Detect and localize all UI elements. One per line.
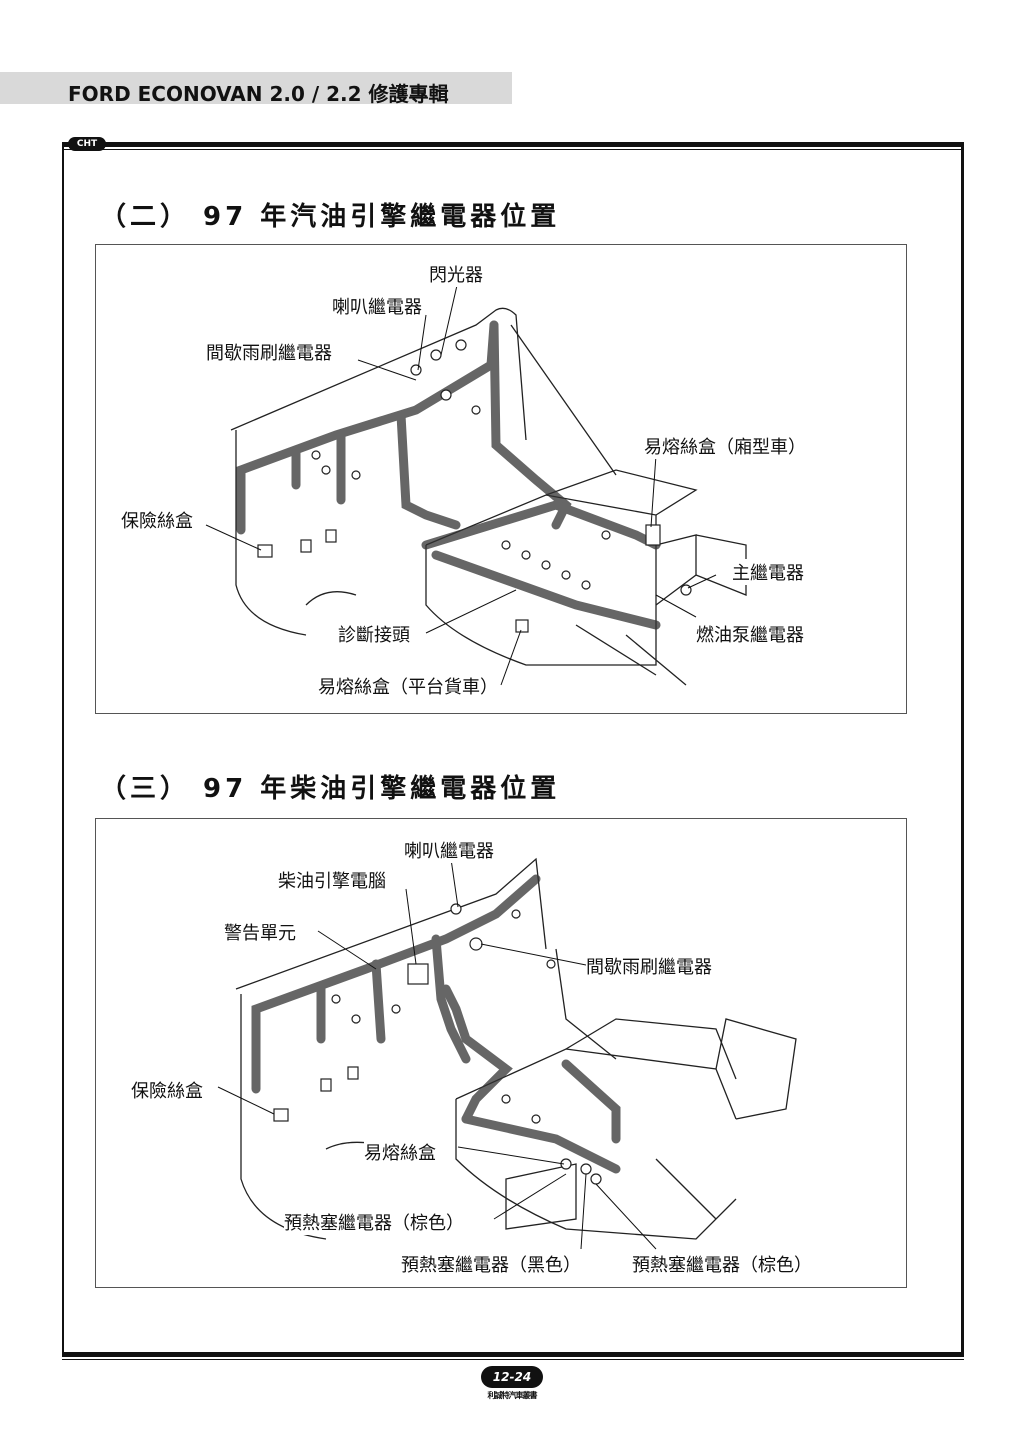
label-fusible-link-van: 易熔絲盒（廂型車） <box>644 433 806 459</box>
gasoline-wiring-illustration <box>205 280 747 686</box>
label-fusible-link-diesel: 易熔絲盒 <box>364 1139 436 1165</box>
label-fuse-box-diesel: 保險絲盒 <box>131 1077 203 1103</box>
label-fusible-link-truck: 易熔絲盒（平台貨車） <box>318 673 498 699</box>
frame-bottom-rule-thin <box>62 1359 964 1360</box>
label-warning-unit: 警告單元 <box>224 919 296 945</box>
label-wiper-relay: 間歇雨刷繼電器 <box>206 339 332 365</box>
label-wiper-relay-diesel: 間歇雨刷繼電器 <box>586 953 712 979</box>
publisher-logo: CHT <box>68 137 106 151</box>
frame-bottom-rule <box>62 1352 964 1357</box>
frame-top-rule <box>62 142 964 147</box>
section-title-gasoline: （二） 97 年汽油引擎繼電器位置 <box>100 202 561 232</box>
label-horn-relay-diesel: 喇叭繼電器 <box>404 837 494 863</box>
label-fuel-pump-relay: 燃油泵繼電器 <box>696 621 804 647</box>
section-title-diesel: （三） 97 年柴油引擎繼電器位置 <box>100 774 561 804</box>
label-glow-relay-brown-2: 預熱塞繼電器（棕色） <box>632 1251 812 1277</box>
label-glow-relay-brown-1: 預熱塞繼電器（棕色） <box>284 1209 464 1235</box>
header-bar <box>0 72 512 104</box>
frame-top-rule-thin <box>62 149 964 150</box>
label-horn-relay: 喇叭繼電器 <box>332 293 422 319</box>
page-number: 12-24 <box>481 1366 543 1388</box>
label-main-relay: 主繼電器 <box>732 559 804 585</box>
frame-left-rule <box>62 147 64 1357</box>
label-glow-relay-black: 預熱塞繼電器（黑色） <box>401 1251 581 1277</box>
diesel-wiring-illustration <box>217 857 797 1250</box>
diagram-gasoline-relays: 閃光器 喇叭繼電器 間歇雨刷繼電器 易熔絲盒（廂型車） 保險絲盒 主繼電器 診斷… <box>95 244 907 714</box>
label-fuse-box: 保險絲盒 <box>121 507 193 533</box>
label-diesel-ecu: 柴油引擎電腦 <box>278 867 386 893</box>
page-header-title: FORD ECONOVAN 2.0 / 2.2 修護專輯 <box>68 82 449 106</box>
publisher-name: 利誠特汽車叢書 <box>487 1391 538 1400</box>
frame-right-rule <box>961 147 964 1357</box>
label-flasher: 閃光器 <box>429 261 483 287</box>
diagram-diesel-relays: 喇叭繼電器 柴油引擎電腦 警告單元 間歇雨刷繼電器 保險絲盒 易熔絲盒 預熱塞繼… <box>95 818 907 1288</box>
label-diagnostic-connector: 診斷接頭 <box>338 621 410 647</box>
